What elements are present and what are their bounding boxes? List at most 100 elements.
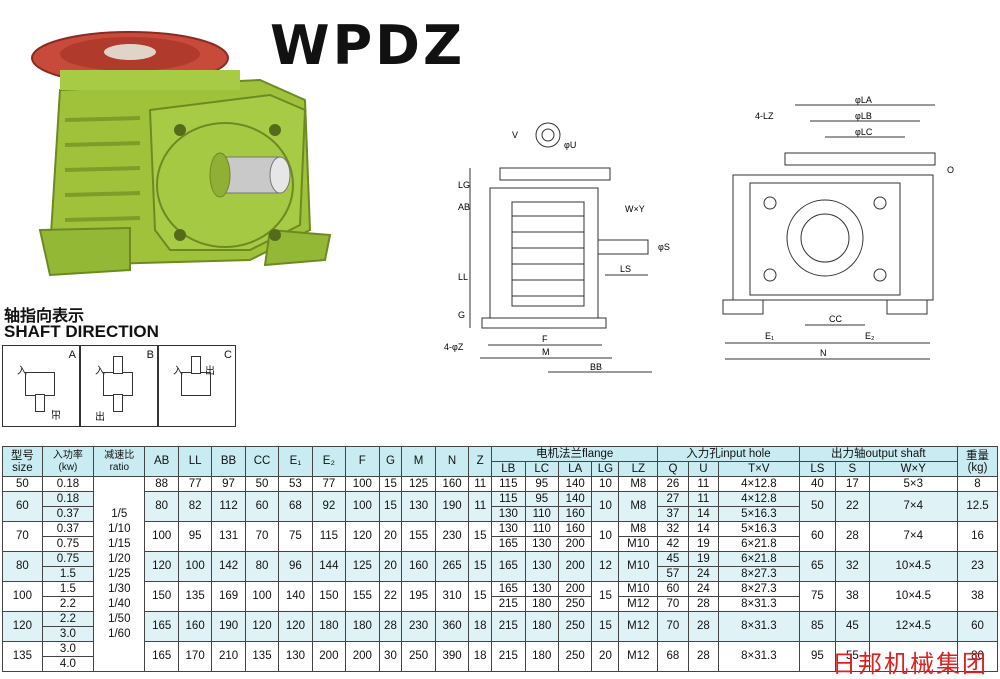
cell-lg: 10 bbox=[591, 521, 620, 552]
cell-flange-lc: 110 bbox=[524, 521, 559, 537]
cell-flange-la: 200 bbox=[557, 536, 593, 552]
cell-q: 60 bbox=[657, 581, 689, 597]
subheader-s: S bbox=[835, 461, 870, 477]
table-row: 3.0 bbox=[3, 626, 998, 642]
cell-g: 28 bbox=[378, 611, 403, 642]
cell-bb: 142 bbox=[211, 551, 246, 582]
cell-size: 120 bbox=[2, 611, 43, 642]
cell-power: 0.37 bbox=[41, 506, 95, 522]
cell-e1: 130 bbox=[278, 641, 313, 672]
cell-ll: 170 bbox=[177, 641, 213, 672]
dim-ab: AB bbox=[458, 202, 470, 212]
cell-u: 14 bbox=[687, 521, 720, 537]
cell-n: 160 bbox=[434, 476, 470, 492]
cell-flange-lb: 165 bbox=[491, 551, 526, 582]
cell-z: 18 bbox=[468, 641, 493, 672]
cell-lz: M10 bbox=[618, 551, 659, 582]
header-output: 出力轴output shaft bbox=[798, 446, 959, 462]
direction-label: C bbox=[224, 349, 232, 361]
cell-flange-lb: 115 bbox=[491, 476, 526, 492]
dim-g: G bbox=[458, 310, 465, 320]
cell-e2: 200 bbox=[311, 641, 347, 672]
cell-flange-lc: 95 bbox=[524, 491, 559, 507]
table-header-row: 型号 size 入功率 (kw) 减速比 ratio AB LL BB CC E… bbox=[2, 446, 998, 477]
cell-m: 195 bbox=[401, 581, 436, 612]
cell-e1: 68 bbox=[278, 491, 313, 522]
cell-f: 180 bbox=[345, 611, 380, 642]
cell-flange-lc: 180 bbox=[524, 641, 559, 672]
cell-weight: 80 bbox=[957, 641, 998, 672]
cell-n: 310 bbox=[434, 581, 470, 612]
cell-f: 100 bbox=[345, 476, 380, 492]
cell-lz: M12 bbox=[618, 641, 659, 672]
cell-q: 37 bbox=[657, 506, 689, 522]
cell-n: 230 bbox=[434, 521, 470, 552]
dim-e2: E₂ bbox=[865, 331, 875, 341]
output-shaft bbox=[191, 356, 201, 374]
cell-cc: 60 bbox=[244, 491, 280, 522]
cell-n: 360 bbox=[434, 611, 470, 642]
cell-g: 22 bbox=[378, 581, 403, 612]
cell-wy: 12×4.5 bbox=[868, 611, 959, 642]
dim-u: φU bbox=[564, 140, 576, 150]
cell-g: 30 bbox=[378, 641, 403, 672]
cell-s: 45 bbox=[835, 611, 870, 642]
cell-ab: 165 bbox=[144, 611, 179, 642]
cell-g: 20 bbox=[378, 521, 403, 552]
shaft-direction-b: B 入 出 bbox=[80, 345, 158, 427]
cell-q: 45 bbox=[657, 551, 689, 567]
cell-ab: 150 bbox=[144, 581, 179, 612]
cell-ls: 65 bbox=[798, 551, 837, 582]
brand-watermark: 日邦机械集团 bbox=[832, 650, 988, 678]
cell-n: 190 bbox=[434, 491, 470, 522]
cell-f: 125 bbox=[345, 551, 380, 582]
cell-flange-lc: 180 bbox=[524, 596, 559, 612]
cell-flange-lb: 115 bbox=[491, 491, 526, 507]
cell-flange-lb: 130 bbox=[491, 506, 526, 522]
gearbox-photo bbox=[20, 20, 340, 290]
cell-m: 125 bbox=[401, 476, 436, 492]
cell-power: 3.0 bbox=[41, 641, 95, 657]
cell-flange-la: 140 bbox=[557, 491, 593, 507]
cell-ab: 120 bbox=[144, 551, 179, 582]
cell-m: 160 bbox=[401, 551, 436, 582]
header-input: 入力孔input hole bbox=[657, 446, 800, 462]
subheader-lc: LC bbox=[524, 461, 559, 477]
dim-o: O bbox=[947, 165, 954, 175]
cell-power: 0.18 bbox=[41, 476, 95, 492]
cell-lz: M10 bbox=[618, 536, 659, 552]
cell-e2: 115 bbox=[311, 521, 347, 552]
cell-e2: 92 bbox=[311, 491, 347, 522]
output-shaft-top bbox=[113, 356, 123, 374]
header-power: 入功率 (kw) bbox=[41, 446, 95, 477]
cell-u: 28 bbox=[687, 641, 720, 672]
cell-flange-lb: 130 bbox=[491, 521, 526, 537]
cell-lg: 12 bbox=[591, 551, 620, 582]
cell-s: 28 bbox=[835, 521, 870, 552]
cell-power: 2.2 bbox=[41, 611, 95, 627]
cell-q: 26 bbox=[657, 476, 689, 492]
header-m: M bbox=[401, 446, 436, 477]
cell-tv: 8×31.3 bbox=[718, 611, 800, 642]
subheader-lg: LG bbox=[591, 461, 620, 477]
cell-bb: 210 bbox=[211, 641, 246, 672]
cell-wy: 10×4.5 bbox=[868, 551, 959, 582]
cell-power: 4.0 bbox=[41, 656, 95, 672]
cell-z: 15 bbox=[468, 551, 493, 582]
cell-tv: 5×16.3 bbox=[718, 521, 800, 537]
dim-s: φS bbox=[658, 242, 670, 252]
shaft-direction-title-en: SHAFT DIRECTION bbox=[4, 322, 159, 341]
cell-wy: 5×3 bbox=[868, 476, 959, 492]
header-g: G bbox=[378, 446, 403, 477]
input-marker: 入 bbox=[95, 366, 105, 377]
direction-label: B bbox=[146, 349, 154, 361]
cell-ab: 88 bbox=[144, 476, 179, 492]
cell-size: 50 bbox=[2, 476, 43, 492]
subheader-lz: LZ bbox=[618, 461, 659, 477]
header-size: 型号 size bbox=[2, 446, 43, 477]
cell-e1: 53 bbox=[278, 476, 313, 492]
cell-s: 22 bbox=[835, 491, 870, 522]
